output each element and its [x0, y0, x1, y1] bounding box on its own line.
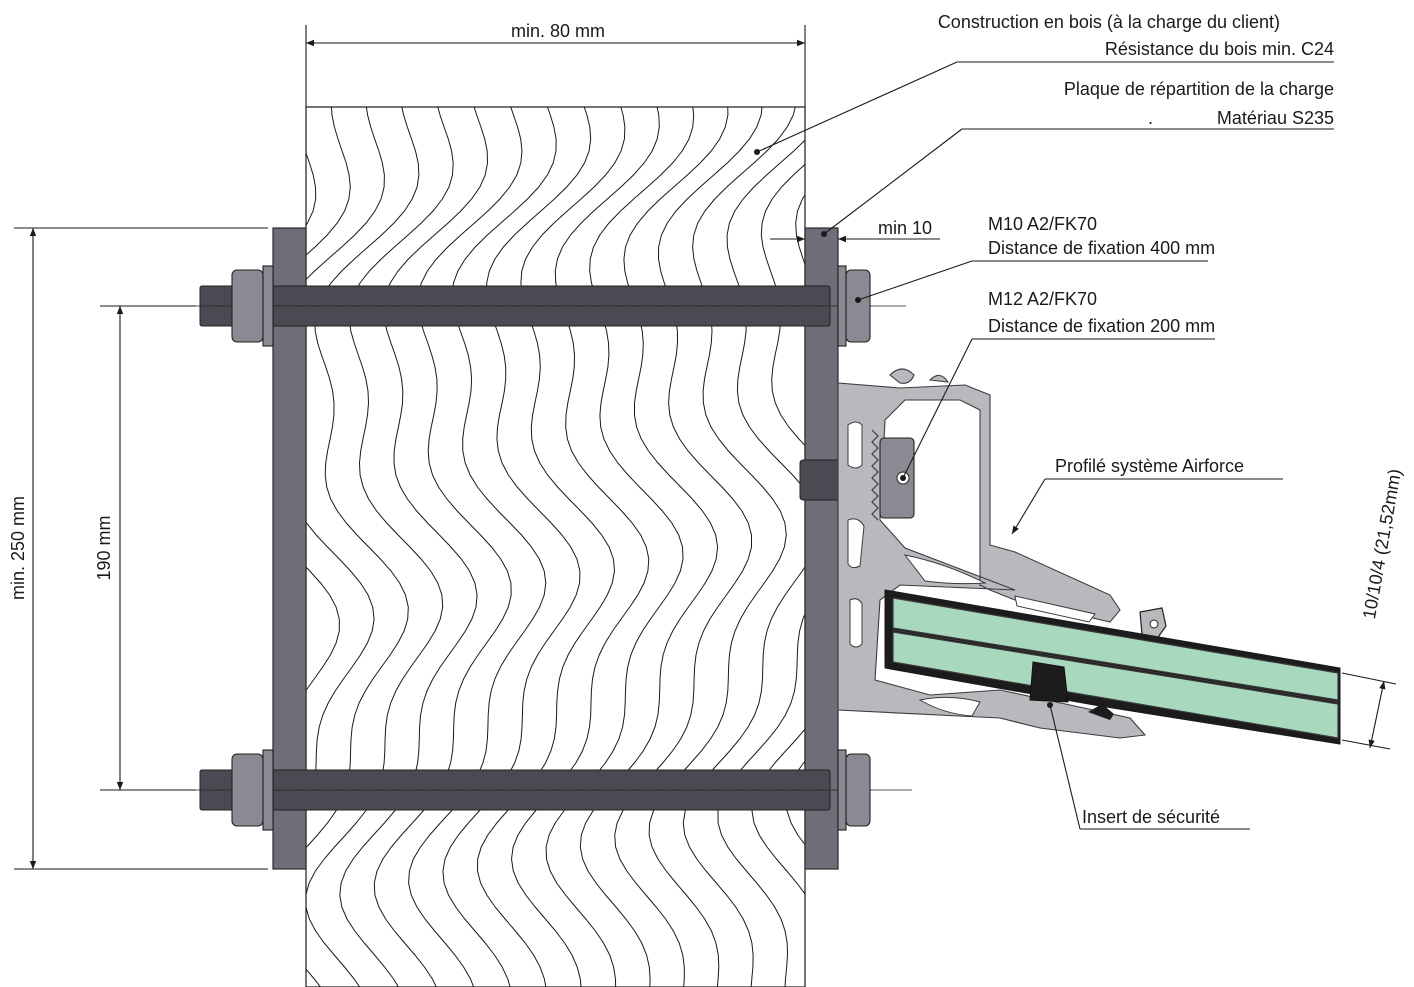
callout-load-plate: Plaque de répartition de la charge . Mat…	[821, 79, 1334, 237]
threaded-rod-bottom	[190, 769, 912, 811]
m12-distance-label: Distance de fixation 200 mm	[988, 316, 1215, 336]
min-10-label: min 10	[878, 218, 932, 238]
nut-left-top	[231, 265, 274, 347]
wood-grain-line	[648, 107, 796, 987]
load-plate-dot: .	[1148, 108, 1153, 128]
gasket	[1088, 704, 1114, 720]
timber-beam	[65, 67, 1095, 987]
wood-grain-line	[339, 107, 489, 987]
threaded-rod-top	[190, 285, 906, 327]
callout-m10: M10 A2/FK70 Distance de fixation 400 mm	[855, 214, 1215, 303]
wood-grain-line	[408, 107, 557, 987]
dimension-top-width: min. 80 mm	[305, 21, 806, 107]
wood-grain-line	[751, 194, 805, 895]
wood-grain-line	[717, 163, 805, 987]
wood-grain-line	[442, 107, 592, 987]
wood-grain-line	[134, 67, 282, 987]
wood-strength-label: Résistance du bois min. C24	[1105, 39, 1334, 59]
nut-right-bottom	[837, 749, 871, 831]
airforce-profile	[837, 368, 1167, 739]
nut-right-top	[837, 265, 871, 347]
wood-grain-line	[306, 107, 351, 692]
dimension-top-width-label: min. 80 mm	[511, 21, 605, 41]
profile-system-label: Profilé système Airforce	[1055, 456, 1244, 476]
load-plate-material-label: Matériau S235	[1217, 108, 1334, 128]
wood-grain-line	[306, 107, 420, 987]
wood-grain-line	[958, 67, 1095, 987]
safety-insert-label: Insert de sécurité	[1082, 807, 1220, 827]
callout-m12: M12 A2/FK70 Distance de fixation 200 mm	[900, 289, 1215, 481]
wood-grain-line	[306, 107, 454, 987]
m10-spec-label: M10 A2/FK70	[988, 214, 1097, 234]
dimension-bolt-spacing-label: 190 mm	[94, 515, 114, 580]
wood-grain-line	[99, 67, 247, 987]
callout-profile: Profilé système Airforce	[1011, 456, 1283, 535]
laminated-glass	[884, 589, 1341, 745]
m10-distance-label: Distance de fixation 400 mm	[988, 238, 1215, 258]
wood-grain-line	[924, 67, 1065, 987]
wood-grain-line	[890, 67, 1034, 987]
dimension-min-10: min 10	[770, 218, 940, 243]
nut-left-bottom	[231, 749, 274, 831]
dimension-height: min. 250 mm	[8, 227, 268, 870]
wood-grain-line	[614, 107, 763, 987]
load-plate-label: Plaque de répartition de la charge	[1064, 79, 1334, 99]
wood-grain-line	[510, 107, 660, 987]
dimension-height-label: min. 250 mm	[8, 496, 28, 600]
m12-spec-label: M12 A2/FK70	[988, 289, 1097, 309]
wood-grain-line	[306, 107, 385, 812]
callout-wood: Construction en bois (à la charge du cli…	[754, 12, 1334, 155]
wood-grain-line	[545, 107, 695, 987]
wood-grain-line	[476, 107, 626, 987]
dimension-bolt-spacing: 190 mm	[94, 305, 196, 791]
glass-thickness-label: 10/10/4 (21,52mm)	[1359, 467, 1405, 620]
dimension-glass-thickness: 10/10/4 (21,52mm)	[1341, 467, 1405, 750]
wood-construction-label: Construction en bois (à la charge du cli…	[938, 12, 1280, 32]
left-load-plate	[272, 227, 307, 870]
wood-grain-line	[373, 107, 523, 987]
safety-insert	[1029, 661, 1069, 703]
wood-grain-line	[682, 139, 805, 987]
callout-safety-insert: Insert de sécurité	[1047, 702, 1250, 830]
wood-grain-line	[65, 67, 212, 987]
wood-grain-line	[579, 107, 729, 987]
right-load-plate	[804, 227, 839, 870]
